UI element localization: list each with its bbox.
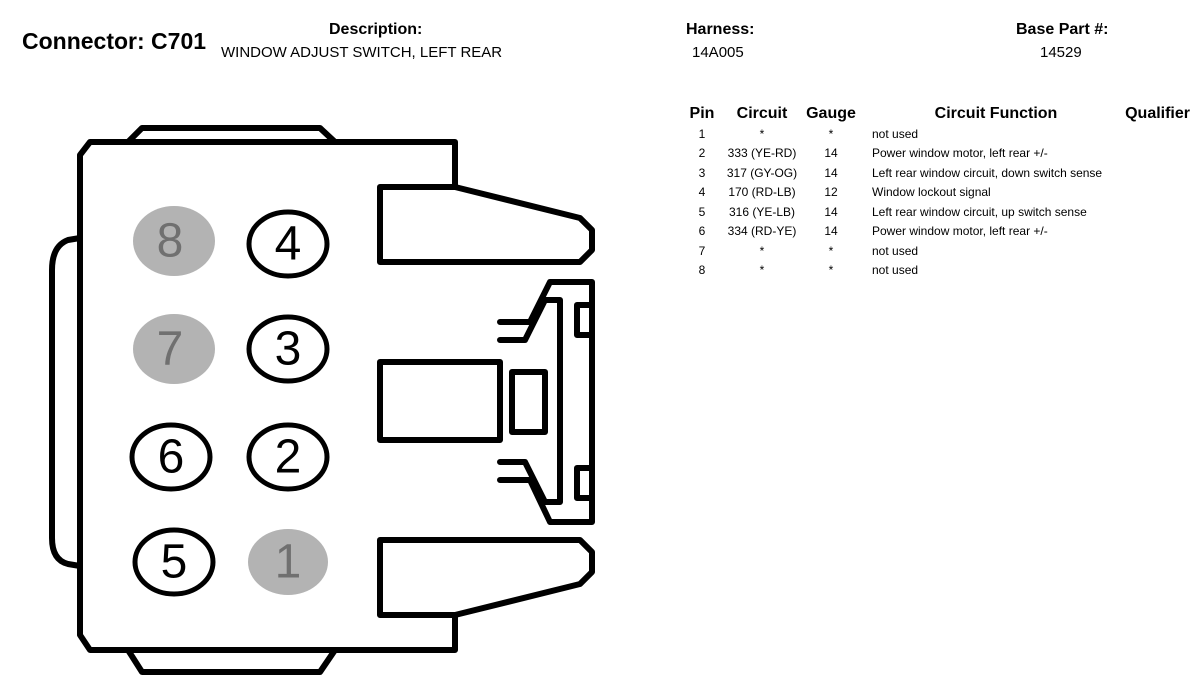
pin-7-cavity <box>133 314 215 384</box>
pin-1: 1 <box>248 529 328 595</box>
cell-qualifier <box>1120 124 1190 144</box>
cell-function: Left rear window circuit, up switch sens… <box>872 204 1087 219</box>
cell-qualifier <box>1120 163 1190 183</box>
cell-function: Window lockout signal <box>872 185 991 200</box>
harness-value: 14A005 <box>692 44 744 61</box>
cell-gauge: * <box>828 243 834 258</box>
table-row: 2 333 (YE-RD) 14 Power window motor, lef… <box>682 144 1190 164</box>
pin-3-cavity <box>246 314 330 384</box>
pin-2: 2 <box>246 422 330 492</box>
cell-function: Power window motor, left rear +/- <box>872 224 1048 239</box>
lock-nub-bottom <box>574 465 595 501</box>
cell-gauge: * <box>828 126 834 141</box>
pin-6-cavity <box>129 422 213 492</box>
cell-qualifier <box>1120 183 1190 203</box>
harness-label: Harness: <box>686 21 755 38</box>
cell-gauge: * <box>828 263 834 278</box>
pin-8-cavity <box>133 206 215 276</box>
lock-window <box>509 369 548 435</box>
cell-circuit: 333 (YE-RD) <box>727 146 797 161</box>
table-row: 7 * * not used <box>682 241 1190 261</box>
bottom-latch <box>377 537 595 618</box>
pin-2-number: 2 <box>275 431 302 484</box>
cell-circuit: 170 (RD-LB) <box>728 185 796 200</box>
pin-7-number: 7 <box>157 323 184 376</box>
pin-5-number: 5 <box>161 536 188 589</box>
base-part-label: Base Part #: <box>1016 21 1109 38</box>
cell-circuit: 334 (RD-YE) <box>727 224 797 239</box>
cell-gauge: 14 <box>824 146 838 161</box>
col-header-qualifier: Qualifier <box>1125 104 1190 122</box>
pin-6: 6 <box>129 422 213 492</box>
pin-5-cavity <box>132 527 216 597</box>
lock-arm-inner <box>497 297 563 505</box>
pin-7: 7 <box>133 314 215 384</box>
cell-qualifier <box>1120 241 1190 261</box>
pinout-header-row: Pin Circuit Gauge Circuit Function Quali… <box>682 103 1190 124</box>
pin-4: 4 <box>246 209 330 279</box>
cell-circuit: 317 (GY-OG) <box>726 165 798 180</box>
pin-6-number: 6 <box>158 431 185 484</box>
lock-nub-top <box>574 302 595 338</box>
cell-qualifier <box>1120 261 1190 281</box>
base-part-value: 14529 <box>1040 44 1082 61</box>
description-label: Description: <box>329 21 423 38</box>
pin-5: 5 <box>132 527 216 597</box>
col-header-pin: Pin <box>689 104 715 122</box>
left-rib <box>49 235 83 569</box>
connector-diagram: 1 2 3 4 5 6 7 8 <box>49 125 595 675</box>
table-row: 1 * * not used <box>682 124 1190 144</box>
cell-gauge: 14 <box>824 224 838 239</box>
connector-housing-outline <box>77 139 458 653</box>
cell-pin: 5 <box>698 204 706 219</box>
cell-circuit: * <box>759 243 765 258</box>
cell-qualifier <box>1120 202 1190 222</box>
table-row: 4 170 (RD-LB) 12 Window lockout signal <box>682 183 1190 203</box>
pin-8: 8 <box>133 206 215 276</box>
cell-circuit: 316 (YE-LB) <box>728 204 796 219</box>
pin-3-number: 3 <box>275 323 302 376</box>
cell-function: Left rear window circuit, down switch se… <box>872 165 1103 180</box>
bottom-tab <box>125 647 338 675</box>
cell-pin: 8 <box>698 263 706 278</box>
cell-qualifier <box>1120 144 1190 164</box>
cell-function: not used <box>872 126 919 141</box>
col-header-gauge: Gauge <box>806 104 856 122</box>
table-row: 5 316 (YE-LB) 14 Left rear window circui… <box>682 202 1190 222</box>
col-header-circuit: Circuit <box>736 104 788 122</box>
cell-function: not used <box>872 263 919 278</box>
pinout-table: Pin Circuit Gauge Circuit Function Quali… <box>682 103 1190 280</box>
cell-pin: 1 <box>698 126 706 141</box>
cell-pin: 6 <box>698 224 706 239</box>
col-header-function: Circuit Function <box>934 104 1058 122</box>
cell-pin: 2 <box>698 146 706 161</box>
cell-qualifier <box>1120 222 1190 242</box>
connector-title: Connector: C701 <box>22 28 207 54</box>
pin-4-cavity <box>246 209 330 279</box>
table-row: 6 334 (RD-YE) 14 Power window motor, lef… <box>682 222 1190 242</box>
top-tab <box>125 125 338 145</box>
table-row: 8 * * not used <box>682 261 1190 281</box>
cell-circuit: * <box>759 263 765 278</box>
top-latch <box>377 184 595 265</box>
pin-8-number: 8 <box>157 215 184 268</box>
cell-gauge: 14 <box>824 165 838 180</box>
pin-1-cavity <box>248 529 328 595</box>
cell-pin: 3 <box>698 165 706 180</box>
cell-pin: 7 <box>698 243 706 258</box>
lock-arm <box>497 279 595 525</box>
pin-2-cavity <box>246 422 330 492</box>
cell-gauge: 14 <box>824 204 838 219</box>
cell-function: not used <box>872 243 919 258</box>
table-row: 3 317 (GY-OG) 14 Left rear window circui… <box>682 163 1190 183</box>
center-key <box>377 359 503 443</box>
cell-pin: 4 <box>698 185 706 200</box>
cell-circuit: * <box>759 126 765 141</box>
pin-3: 3 <box>246 314 330 384</box>
cell-gauge: 12 <box>824 185 838 200</box>
description-value: WINDOW ADJUST SWITCH, LEFT REAR <box>221 44 503 61</box>
pin-1-number: 1 <box>275 536 302 589</box>
pin-4-number: 4 <box>275 218 302 271</box>
cell-function: Power window motor, left rear +/- <box>872 146 1048 161</box>
